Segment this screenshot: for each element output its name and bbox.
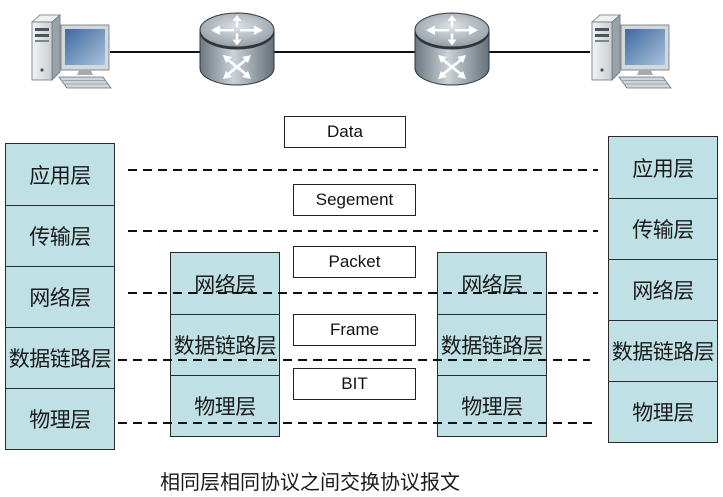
host-right-layer-transport: 传输层	[609, 198, 717, 259]
host-right-layer-network: 网络层	[609, 259, 717, 320]
host-left-layer-data-link: 数据链路层	[6, 327, 114, 388]
router-icon	[199, 12, 275, 86]
pc-icon	[590, 14, 672, 89]
router-left-layer-network: 网络层	[194, 272, 256, 297]
host-right-protocol-stack: 应用层 传输层 网络层 数据链路层 物理层	[608, 136, 718, 443]
router-icon	[414, 12, 490, 86]
router-right-layer-network: 网络层	[461, 272, 523, 297]
host-left-protocol-stack: 应用层 传输层 网络层 数据链路层 物理层	[5, 143, 115, 450]
router-right-protocol-stack: 网络层 数据链路层 物理层	[437, 252, 547, 437]
pdu-label-segment: Segement	[293, 184, 416, 216]
host-left-layer-transport: 传输层	[6, 205, 114, 266]
pdu-label-data: Data	[284, 116, 406, 148]
pdu-label-frame: Frame	[293, 314, 416, 346]
host-left-layer-application: 应用层	[29, 163, 91, 188]
host-left-layer-physical: 物理层	[6, 388, 114, 449]
pdu-label-bit: BIT	[293, 368, 416, 400]
host-left-layer-network: 网络层	[6, 266, 114, 327]
router-left-protocol-stack: 网络层 数据链路层 物理层	[170, 252, 280, 437]
network-link-line	[110, 51, 590, 53]
router-left-layer-data-link: 数据链路层	[171, 314, 279, 375]
pdu-label-packet: Packet	[293, 246, 416, 278]
router-left-layer-physical: 物理层	[171, 375, 279, 436]
router-right-layer-physical: 物理层	[438, 375, 546, 436]
router-right-layer-data-link: 数据链路层	[438, 314, 546, 375]
diagram-caption: 相同层相同协议之间交换协议报文	[160, 470, 460, 494]
host-right-layer-data-link: 数据链路层	[609, 320, 717, 381]
host-right-layer-application: 应用层	[632, 156, 694, 181]
pc-icon	[30, 14, 112, 89]
host-right-layer-physical: 物理层	[609, 381, 717, 442]
